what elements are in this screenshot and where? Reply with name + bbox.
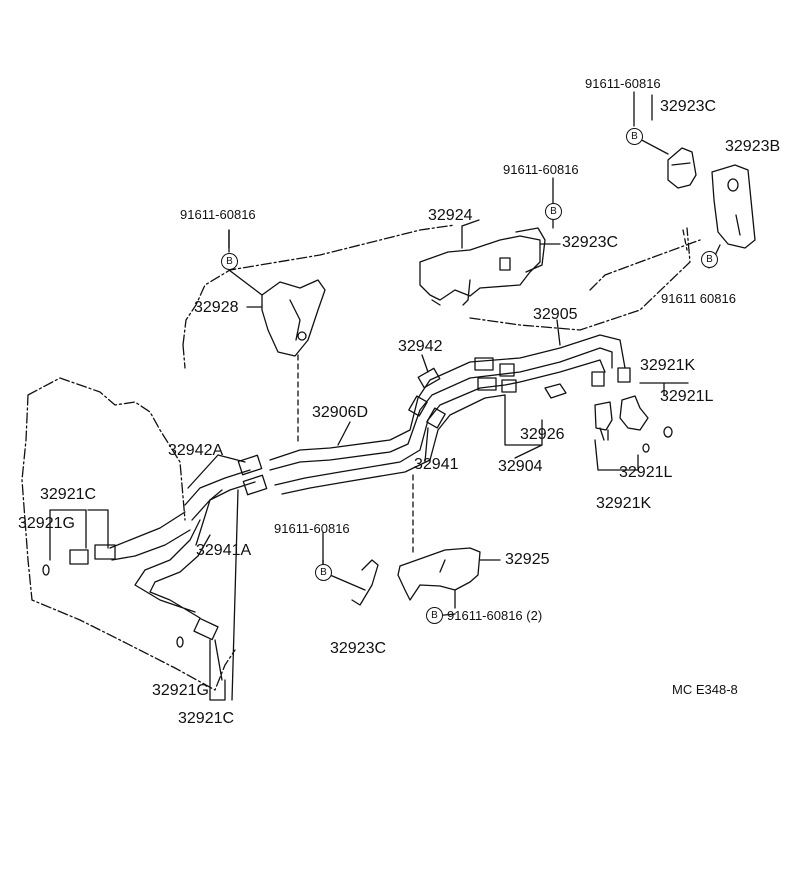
- label-32924: 32924: [428, 207, 473, 224]
- label-32928: 32928: [194, 299, 239, 316]
- bracket-32925: [397, 547, 481, 609]
- label-32942: 32942: [398, 338, 443, 355]
- label-91611-60816-left: 91611-60816: [180, 207, 256, 222]
- label-32921C-bottom: 32921C: [178, 710, 235, 727]
- pipe-32904: [274, 359, 606, 486]
- bolt-symbol-bottom: B: [426, 607, 443, 624]
- oring-32921G-bottom: [176, 636, 184, 648]
- union-32921K: [594, 401, 613, 441]
- bolt-symbol-top: B: [626, 128, 643, 145]
- label-32925: 32925: [505, 551, 550, 568]
- label-91611-60816-lower: 91611-60816: [274, 521, 350, 536]
- label-32942A: 32942A: [168, 442, 224, 459]
- hose-lower: [134, 519, 211, 619]
- label-91611-60816-right: 91611 60816: [661, 291, 736, 306]
- engine-phantom-outline: [182, 224, 456, 369]
- label-32921G-top: 32921G: [18, 515, 75, 532]
- diagram-code: MC E348-8: [672, 682, 738, 697]
- bolt-symbol-mid: B: [545, 203, 562, 220]
- label-32905: 32905: [533, 306, 578, 323]
- hose-32941A: [109, 511, 191, 561]
- label-91611-60816-top: 91611-60816: [585, 76, 661, 91]
- label-32904: 32904: [498, 458, 543, 475]
- label-32906D: 32906D: [312, 404, 369, 421]
- label-32941: 32941: [414, 456, 459, 473]
- label-32923B: 32923B: [725, 138, 781, 155]
- clip-32923C-top: [667, 147, 697, 189]
- label-32921L-bottom: 32921L: [619, 464, 673, 481]
- label-32921C-top: 32921C: [40, 486, 97, 503]
- clip-32923C-bottom: [351, 559, 379, 606]
- label-32921K-bottom: 32921K: [596, 495, 652, 512]
- label-32921G-bottom: 32921G: [152, 682, 209, 699]
- transmission-outline: [21, 377, 236, 691]
- frame-phantom-outline: [469, 227, 701, 331]
- oring-32921L-bottom: [642, 443, 650, 453]
- label-32923C-top: 32923C: [660, 98, 717, 115]
- pipe-32906D: [269, 334, 626, 461]
- clip-32923B: [711, 164, 756, 249]
- bracket-32928: [261, 279, 326, 357]
- bracket-32924: [419, 235, 541, 306]
- label-32926: 32926: [520, 426, 565, 443]
- bolt-symbol-lower: B: [315, 564, 332, 581]
- label-32921K-top: 32921K: [640, 357, 696, 374]
- oring-32921G-top: [42, 564, 50, 576]
- oring-32921L-top: [663, 426, 673, 438]
- label-91611-60816-2: 91611-60816 (2): [447, 608, 543, 623]
- label-32923C-bottom: 32923C: [330, 640, 387, 657]
- sleeve-32926: [544, 383, 567, 399]
- label-32941A: 32941A: [196, 542, 252, 559]
- bolt-symbol-right: B: [701, 251, 718, 268]
- bolt-symbol-left: B: [221, 253, 238, 270]
- hose-32942A: [184, 469, 256, 521]
- label-91611-60816-mid: 91611-60816: [503, 162, 579, 177]
- clip-32923C-mid: [515, 227, 546, 273]
- label-32923C-mid: 32923C: [562, 234, 619, 251]
- label-32921L-top: 32921L: [660, 388, 714, 405]
